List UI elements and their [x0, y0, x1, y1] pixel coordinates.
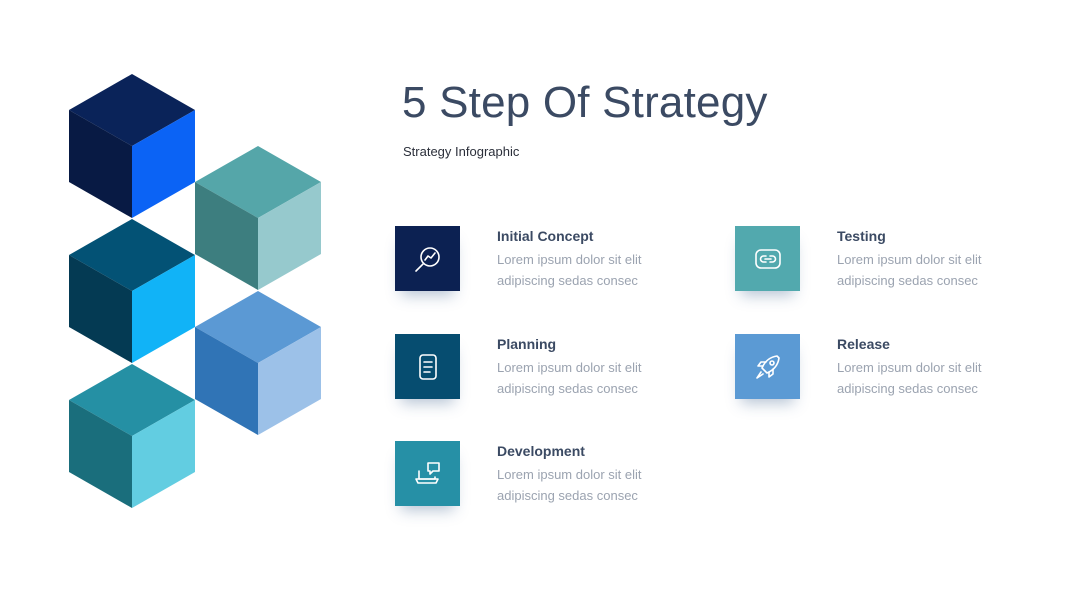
- cube-deep-teal: [69, 219, 195, 363]
- cube-navy: [69, 74, 195, 218]
- step-heading: Release: [837, 336, 890, 352]
- trend-magnifier-icon: [414, 246, 440, 272]
- step-description-line-2: adipiscing sedas consec: [497, 381, 638, 396]
- cube-stack-illustration: [69, 74, 321, 508]
- step-icon-tile: [735, 226, 800, 291]
- step-description: Lorem ipsum dolor sit elit adipiscing se…: [497, 249, 697, 291]
- step-description: Lorem ipsum dolor sit elit adipiscing se…: [837, 357, 1037, 399]
- step-heading: Initial Concept: [497, 228, 594, 244]
- step-description-line-2: adipiscing sedas consec: [837, 381, 978, 396]
- step-heading: Testing: [837, 228, 886, 244]
- step-testing: Testing Lorem ipsum dolor sit elit adipi…: [735, 226, 1045, 298]
- step-icon-tile: [395, 334, 460, 399]
- page-subtitle: Strategy Infographic: [403, 144, 520, 159]
- step-description: Lorem ipsum dolor sit elit adipiscing se…: [837, 249, 1037, 291]
- document-list-icon: [418, 353, 437, 380]
- step-icon-tile: [735, 334, 800, 399]
- step-heading: Development: [497, 443, 585, 459]
- step-description-line-1: Lorem ipsum dolor sit elit: [497, 360, 642, 375]
- step-description: Lorem ipsum dolor sit elit adipiscing se…: [497, 357, 697, 399]
- page-title: 5 Step Of Strategy: [402, 78, 768, 127]
- link-icon: [754, 248, 781, 269]
- step-heading: Planning: [497, 336, 557, 352]
- step-description-line-1: Lorem ipsum dolor sit elit: [837, 360, 982, 375]
- step-description-line-2: adipiscing sedas consec: [497, 273, 638, 288]
- step-description-line-1: Lorem ipsum dolor sit elit: [497, 252, 642, 267]
- cube-teal-grey: [195, 146, 321, 290]
- cube-teal: [69, 364, 195, 508]
- step-description-line-1: Lorem ipsum dolor sit elit: [837, 252, 982, 267]
- step-description-line-2: adipiscing sedas consec: [837, 273, 978, 288]
- cube-blue: [195, 291, 321, 435]
- step-release: Release Lorem ipsum dolor sit elit adipi…: [735, 334, 1045, 406]
- step-description: Lorem ipsum dolor sit elit adipiscing se…: [497, 464, 697, 506]
- rocket-icon: [755, 354, 780, 379]
- laptop-chat-icon: [414, 461, 440, 484]
- step-description-line-1: Lorem ipsum dolor sit elit: [497, 467, 642, 482]
- step-icon-tile: [395, 226, 460, 291]
- step-development: Development Lorem ipsum dolor sit elit a…: [395, 441, 705, 513]
- step-initial-concept: Initial Concept Lorem ipsum dolor sit el…: [395, 226, 705, 298]
- step-description-line-2: adipiscing sedas consec: [497, 488, 638, 503]
- step-planning: Planning Lorem ipsum dolor sit elit adip…: [395, 334, 705, 406]
- step-icon-tile: [395, 441, 460, 506]
